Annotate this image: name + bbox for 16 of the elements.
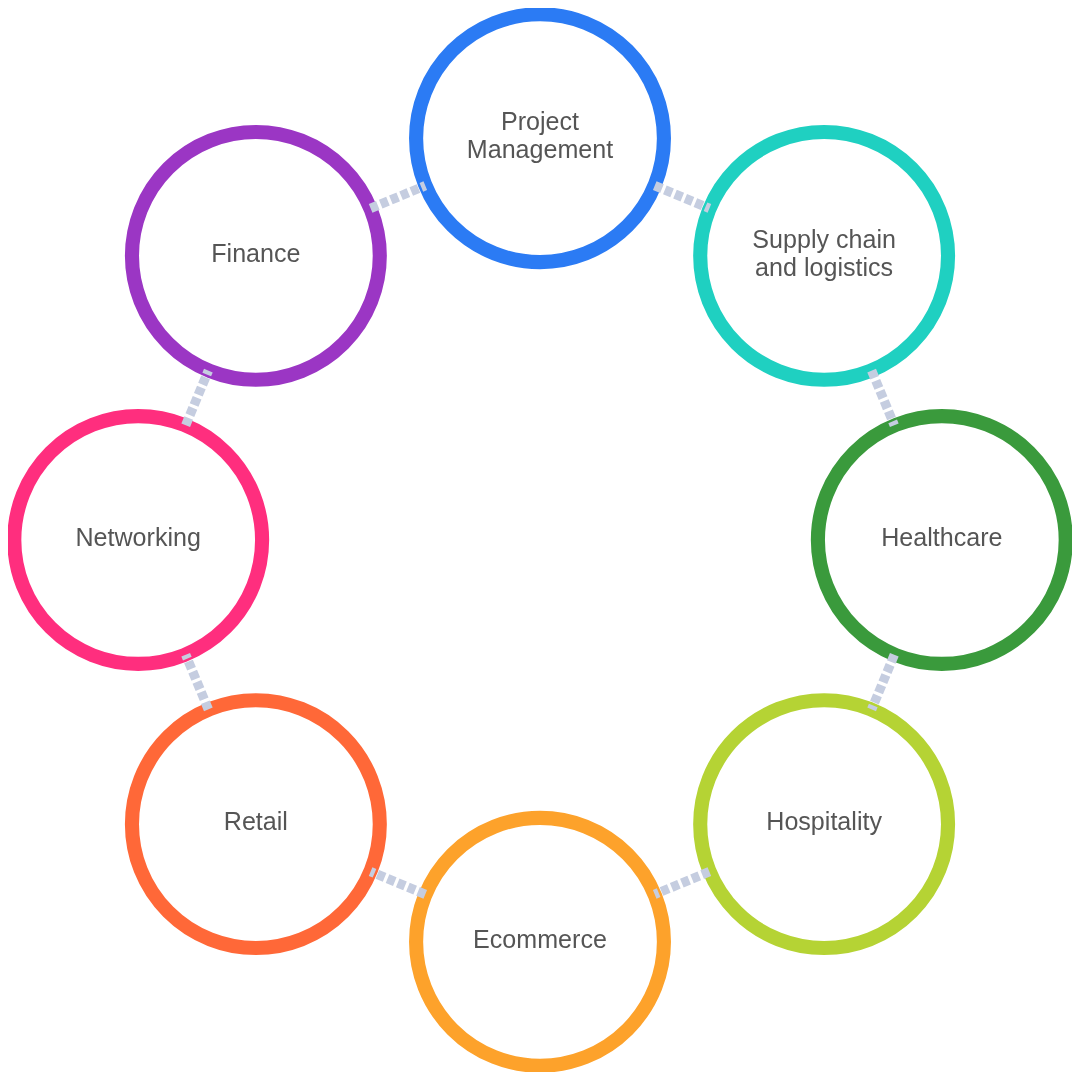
connector [368, 181, 428, 213]
connector [181, 368, 213, 428]
connector [652, 867, 712, 899]
connector [181, 652, 213, 712]
connector [867, 368, 899, 428]
node-circle: Supply chain and logistics [693, 124, 956, 387]
node-circle: Finance [124, 124, 387, 387]
connector [867, 652, 899, 712]
node-circle: Healthcare [810, 409, 1072, 671]
node-circle: Project Management [409, 8, 671, 270]
node-circle: Hospitality [693, 693, 956, 956]
connector [652, 181, 712, 213]
node-circle: Networking [8, 409, 270, 671]
node-circle: Retail [124, 693, 387, 956]
node-circle: Ecommerce [409, 810, 671, 1072]
connector [368, 867, 428, 899]
